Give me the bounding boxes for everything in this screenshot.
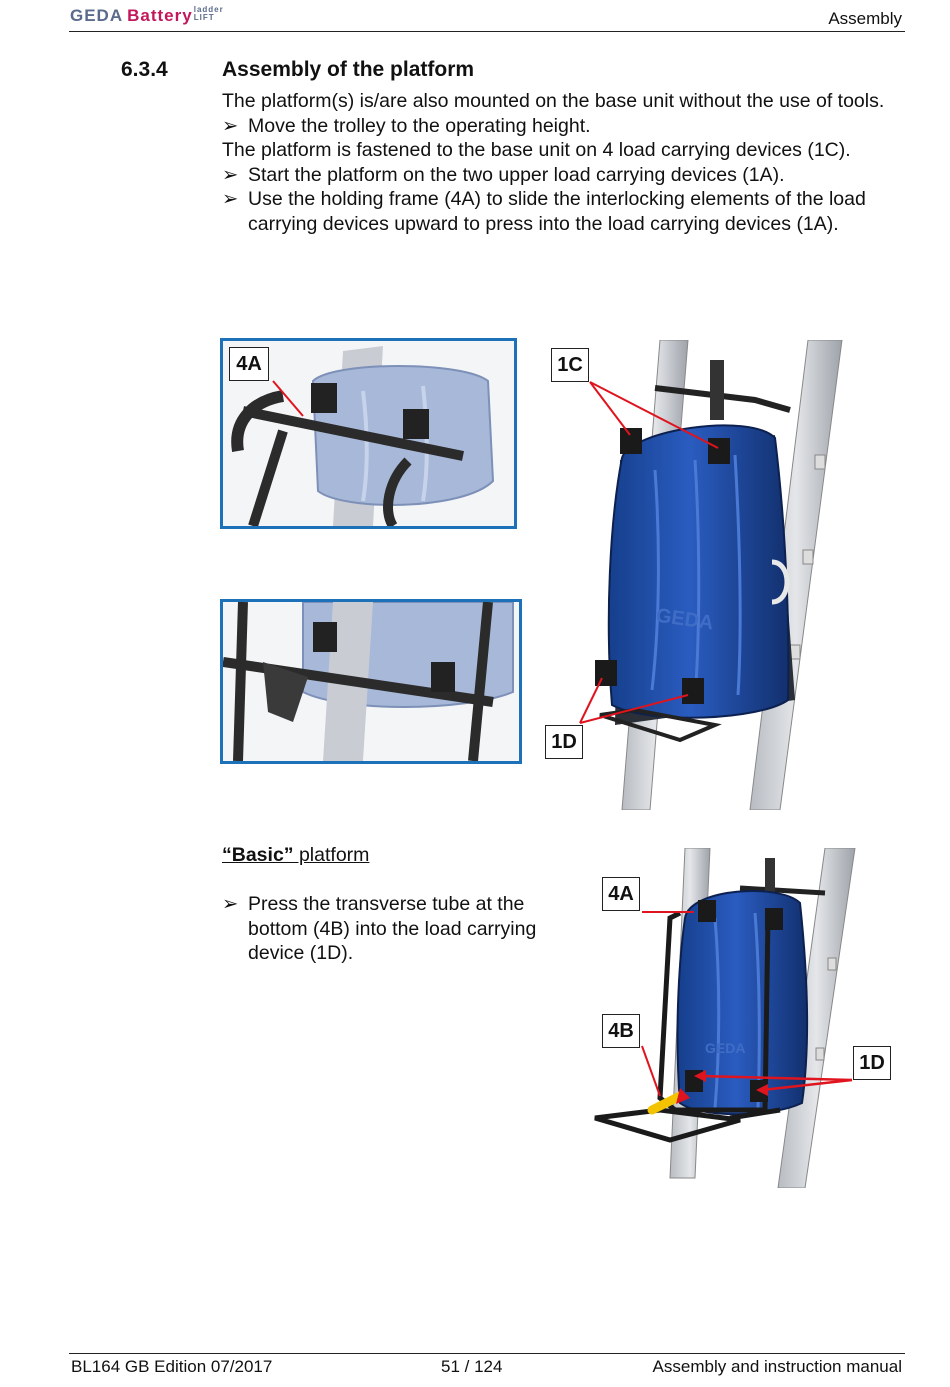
platform-illustration-main: GEDA bbox=[579, 340, 843, 810]
logo-battery: Battery bbox=[127, 6, 193, 25]
basic-heading-bold: “Basic” bbox=[222, 844, 294, 866]
header-divider bbox=[69, 31, 905, 32]
load-device-1c-left bbox=[620, 428, 642, 454]
logo-lift: LIFT bbox=[193, 13, 215, 22]
header-section-name: Assembly bbox=[828, 9, 902, 28]
section-title: Assembly of the platform bbox=[222, 58, 475, 81]
bullet-press-tube: ➢ Press the transverse tube at the bottom… bbox=[222, 892, 583, 966]
detail-photo-holding-frame bbox=[220, 338, 517, 529]
basic-platform-heading: “Basic” platform bbox=[222, 844, 369, 867]
bullet-arrow-icon: ➢ bbox=[222, 163, 239, 186]
callout-1d-basic: 1D bbox=[853, 1046, 891, 1080]
detail-photo-lower-device bbox=[220, 599, 522, 764]
bullet-text: Move the trolley to the operating height… bbox=[248, 114, 591, 137]
footer-divider bbox=[69, 1353, 905, 1354]
basic-heading-rest: platform bbox=[293, 844, 370, 866]
bullet-text: Start the platform on the two upper load… bbox=[248, 163, 785, 186]
callout-4a-detail: 4A bbox=[229, 347, 269, 381]
paragraph-fastened: The platform is fastened to the base uni… bbox=[222, 139, 851, 161]
logo-geda: GEDA bbox=[70, 6, 124, 25]
bullet-holding-frame: ➢ Use the holding frame (4A) to slide the… bbox=[222, 187, 908, 236]
housing-logo-text: GEDA bbox=[705, 1040, 745, 1056]
load-device-1c-right bbox=[708, 438, 730, 464]
logo-ladder: ladder bbox=[193, 5, 224, 14]
footer-page-number: 51 / 124 bbox=[441, 1357, 503, 1376]
bullet-arrow-icon: ➢ bbox=[222, 114, 239, 137]
bullet-arrow-icon: ➢ bbox=[222, 188, 239, 210]
bullet-arrow-icon: ➢ bbox=[222, 893, 239, 915]
footer-manual-title: Assembly and instruction manual bbox=[652, 1357, 902, 1376]
callout-4a-basic: 4A bbox=[602, 877, 640, 911]
footer-edition: BL164 GB Edition 07/2017 bbox=[71, 1357, 273, 1376]
basic-platform-illustration: GEDA bbox=[594, 848, 856, 1188]
paragraph-intro: The platform(s) is/are also mounted on t… bbox=[222, 90, 885, 112]
detail-photo-lower-device-image bbox=[223, 602, 519, 761]
callout-1d: 1D bbox=[545, 725, 583, 759]
detail-photo-holding-frame-image bbox=[223, 341, 514, 526]
load-device-1d-right bbox=[682, 678, 704, 704]
bullet-text: Use the holding frame (4A) to slide the … bbox=[248, 188, 866, 235]
body-text: The platform(s) is/are also mounted on t… bbox=[222, 89, 912, 236]
bullet-start-platform: ➢ Start the platform on the two upper loa… bbox=[222, 163, 912, 188]
section-number: 6.3.4 bbox=[121, 58, 168, 81]
load-device-1d-left bbox=[595, 660, 617, 686]
callout-4b-basic: 4B bbox=[602, 1014, 640, 1048]
bullet-text: Press the transverse tube at the bottom … bbox=[248, 893, 537, 964]
callout-1c: 1C bbox=[551, 348, 589, 382]
bullet-move-trolley: ➢ Move the trolley to the operating heigh… bbox=[222, 114, 912, 139]
